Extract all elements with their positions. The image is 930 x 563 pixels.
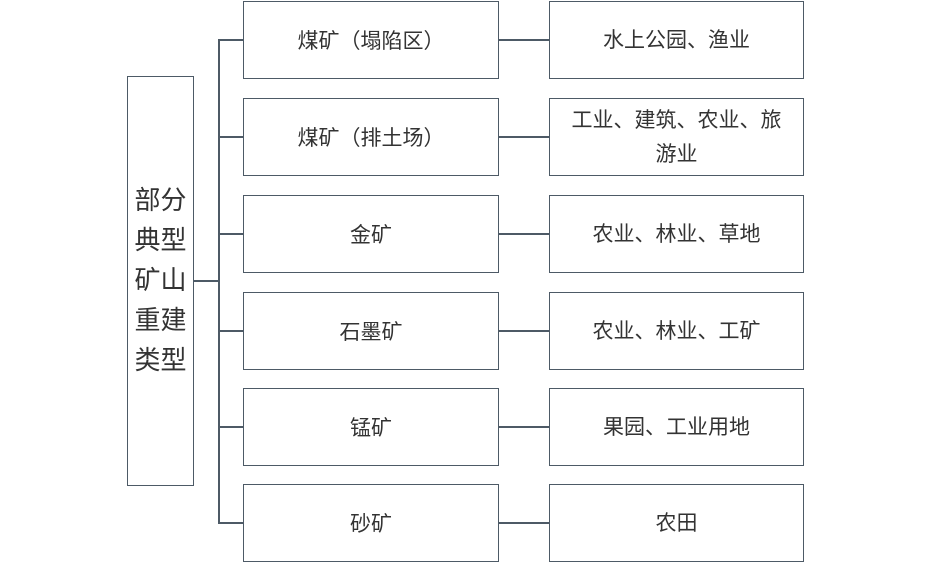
- root-connector: [194, 280, 219, 282]
- mine-box-coal-subsidence: 煤矿（塌陷区）: [243, 1, 499, 79]
- use-label: 农业、林业、草地: [592, 222, 761, 246]
- use-label: 果园、工业用地: [603, 415, 750, 439]
- root-box: 部分典型矿山重建类型: [127, 76, 194, 486]
- use-box-1: 水上公园、渔业: [549, 1, 804, 79]
- use-box-2: 工业、建筑、农业、旅游业: [549, 98, 804, 176]
- mine-box-manganese: 锰矿: [243, 388, 499, 466]
- mine-label: 煤矿（塌陷区）: [297, 29, 445, 53]
- branch-line-3: [218, 233, 243, 235]
- branch-line-4: [218, 330, 243, 332]
- branch-line-2: [218, 136, 243, 138]
- branch-line-6: [218, 522, 243, 524]
- mine-label: 砂矿: [350, 512, 392, 536]
- branch-line-5: [218, 426, 243, 428]
- link-line-4: [499, 330, 549, 332]
- mine-box-coal-dump: 煤矿（排土场）: [243, 98, 499, 176]
- use-label: 水上公园、渔业: [603, 28, 750, 52]
- mine-label: 煤矿（排土场）: [297, 126, 445, 150]
- link-line-6: [499, 522, 549, 524]
- mine-box-graphite: 石墨矿: [243, 292, 499, 370]
- branch-line-1: [218, 39, 243, 41]
- root-label: 部分典型矿山重建类型: [134, 186, 187, 376]
- link-line-2: [499, 136, 549, 138]
- mine-label: 金矿: [350, 223, 392, 247]
- use-box-6: 农田: [549, 484, 804, 562]
- link-line-3: [499, 233, 549, 235]
- use-box-3: 农业、林业、草地: [549, 195, 804, 273]
- link-line-1: [499, 39, 549, 41]
- use-label: 工业、建筑、农业、旅游业: [571, 108, 782, 166]
- use-label: 农业、林业、工矿: [592, 319, 761, 343]
- use-box-4: 农业、林业、工矿: [549, 292, 804, 370]
- use-label: 农田: [655, 511, 698, 535]
- mine-label: 锰矿: [350, 416, 392, 440]
- mine-label: 石墨矿: [339, 320, 403, 344]
- vertical-trunk: [218, 39, 220, 523]
- use-box-5: 果园、工业用地: [549, 388, 804, 466]
- link-line-5: [499, 426, 549, 428]
- mine-box-sand: 砂矿: [243, 484, 499, 562]
- mine-box-gold: 金矿: [243, 195, 499, 273]
